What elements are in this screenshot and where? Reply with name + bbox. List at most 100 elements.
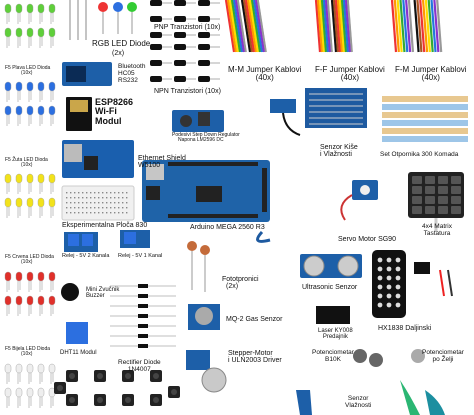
resistor-set-strips [382,96,468,142]
jumper-wire [226,0,238,53]
jumper-wire [256,0,268,53]
jumper-wire [436,0,443,53]
stepper-driver-board [186,350,210,370]
ultrasonic-label: Ultrasonic Senzor [302,284,358,291]
jumper-wire [416,0,423,53]
transistor [174,76,186,82]
jumper-wire [228,0,240,53]
jumper-wire [342,0,350,53]
jumper-wire [318,0,326,53]
jumper-wire [238,0,250,53]
rain-sensor-plate [305,88,367,128]
led-red-label: F5 Crvena LED Dioda(10x) [5,254,54,266]
led-diode-grid [4,3,56,408]
diode [138,284,148,288]
led-white-label: F5 Bijela LED Dioda(10x) [5,346,51,358]
jumper-wire [254,0,266,53]
led-diode [15,81,23,92]
jumper-wire [230,0,242,53]
jumper-wire [421,0,429,53]
remote-key [377,266,383,272]
led-diode [37,197,45,208]
jumper-wire [407,0,415,53]
jumper-wire [244,0,256,53]
jumper-wire [334,0,342,53]
resistor-strip [382,136,468,142]
remote-key [386,284,392,290]
led-diode [26,197,34,208]
jumper-wire [246,0,258,53]
transistor [174,16,186,22]
mm-jumper-label: M-M Jumper Kablovi(40x) [228,65,302,83]
buzzer [61,283,79,301]
led-diode [37,363,45,374]
jumper-wire [224,0,236,53]
led-diode [48,197,56,208]
jumper-wire [250,0,262,53]
jumper-wire [405,0,412,53]
keypad-key [412,176,422,184]
jumper-wire [390,0,398,53]
led-diode [26,3,34,14]
soil-sensor-probe [296,390,312,415]
jumper-wire [346,0,354,53]
remote-key [386,257,392,263]
dht11-board [66,322,88,344]
transistor [198,0,210,6]
breadboard-label: Eksperimentalna Ploča 830 [62,222,148,229]
jumper-wire [427,0,434,53]
led-diode [4,27,12,38]
keypad-key [451,176,461,184]
photoresistor-label: Fototpronici(2x) [222,276,259,291]
jumper-wire [340,0,348,53]
led-diode [15,363,23,374]
led-diode [26,295,34,306]
led-diode [4,173,12,184]
jumper-cable-bundles [224,0,446,53]
led-diode [48,173,56,184]
rgb-led-label: RGB LED Diode [92,39,151,48]
led-diode [37,27,45,38]
brand-logo [400,380,445,415]
jumper-wire [336,0,344,53]
led-diode [37,295,45,306]
led-diode [26,81,34,92]
jumper-wire [424,0,431,53]
led-diode [4,271,12,282]
led-diode [15,105,23,116]
jumper-wire [438,0,446,53]
transistor [150,44,162,50]
transistor [174,0,186,6]
transistor [150,76,162,82]
rgb-led-diodes [98,2,137,34]
led-diode [37,387,45,398]
remote-key [386,293,392,299]
keypad-key [438,186,448,194]
jumper-wire [252,0,264,53]
led-diode [48,295,56,306]
jumper-wire [232,0,244,53]
breadboard-holes [66,192,128,214]
keypad-key [451,196,461,204]
led-diode [15,295,23,306]
led-diode [26,27,34,38]
keypad-key [412,196,422,204]
led-diode [15,197,23,208]
npn-label: NPN Tranzistori (10x) [154,88,221,95]
led-diode [48,271,56,282]
keypad-key [451,186,461,194]
remote-key [395,302,401,308]
led-diode [15,27,23,38]
led-diode [48,363,56,374]
resistor-strip [382,128,468,134]
keypad-key [425,186,435,194]
led-diode [48,81,56,92]
led-diode [37,271,45,282]
remote-key [377,257,383,263]
led-diode [37,81,45,92]
